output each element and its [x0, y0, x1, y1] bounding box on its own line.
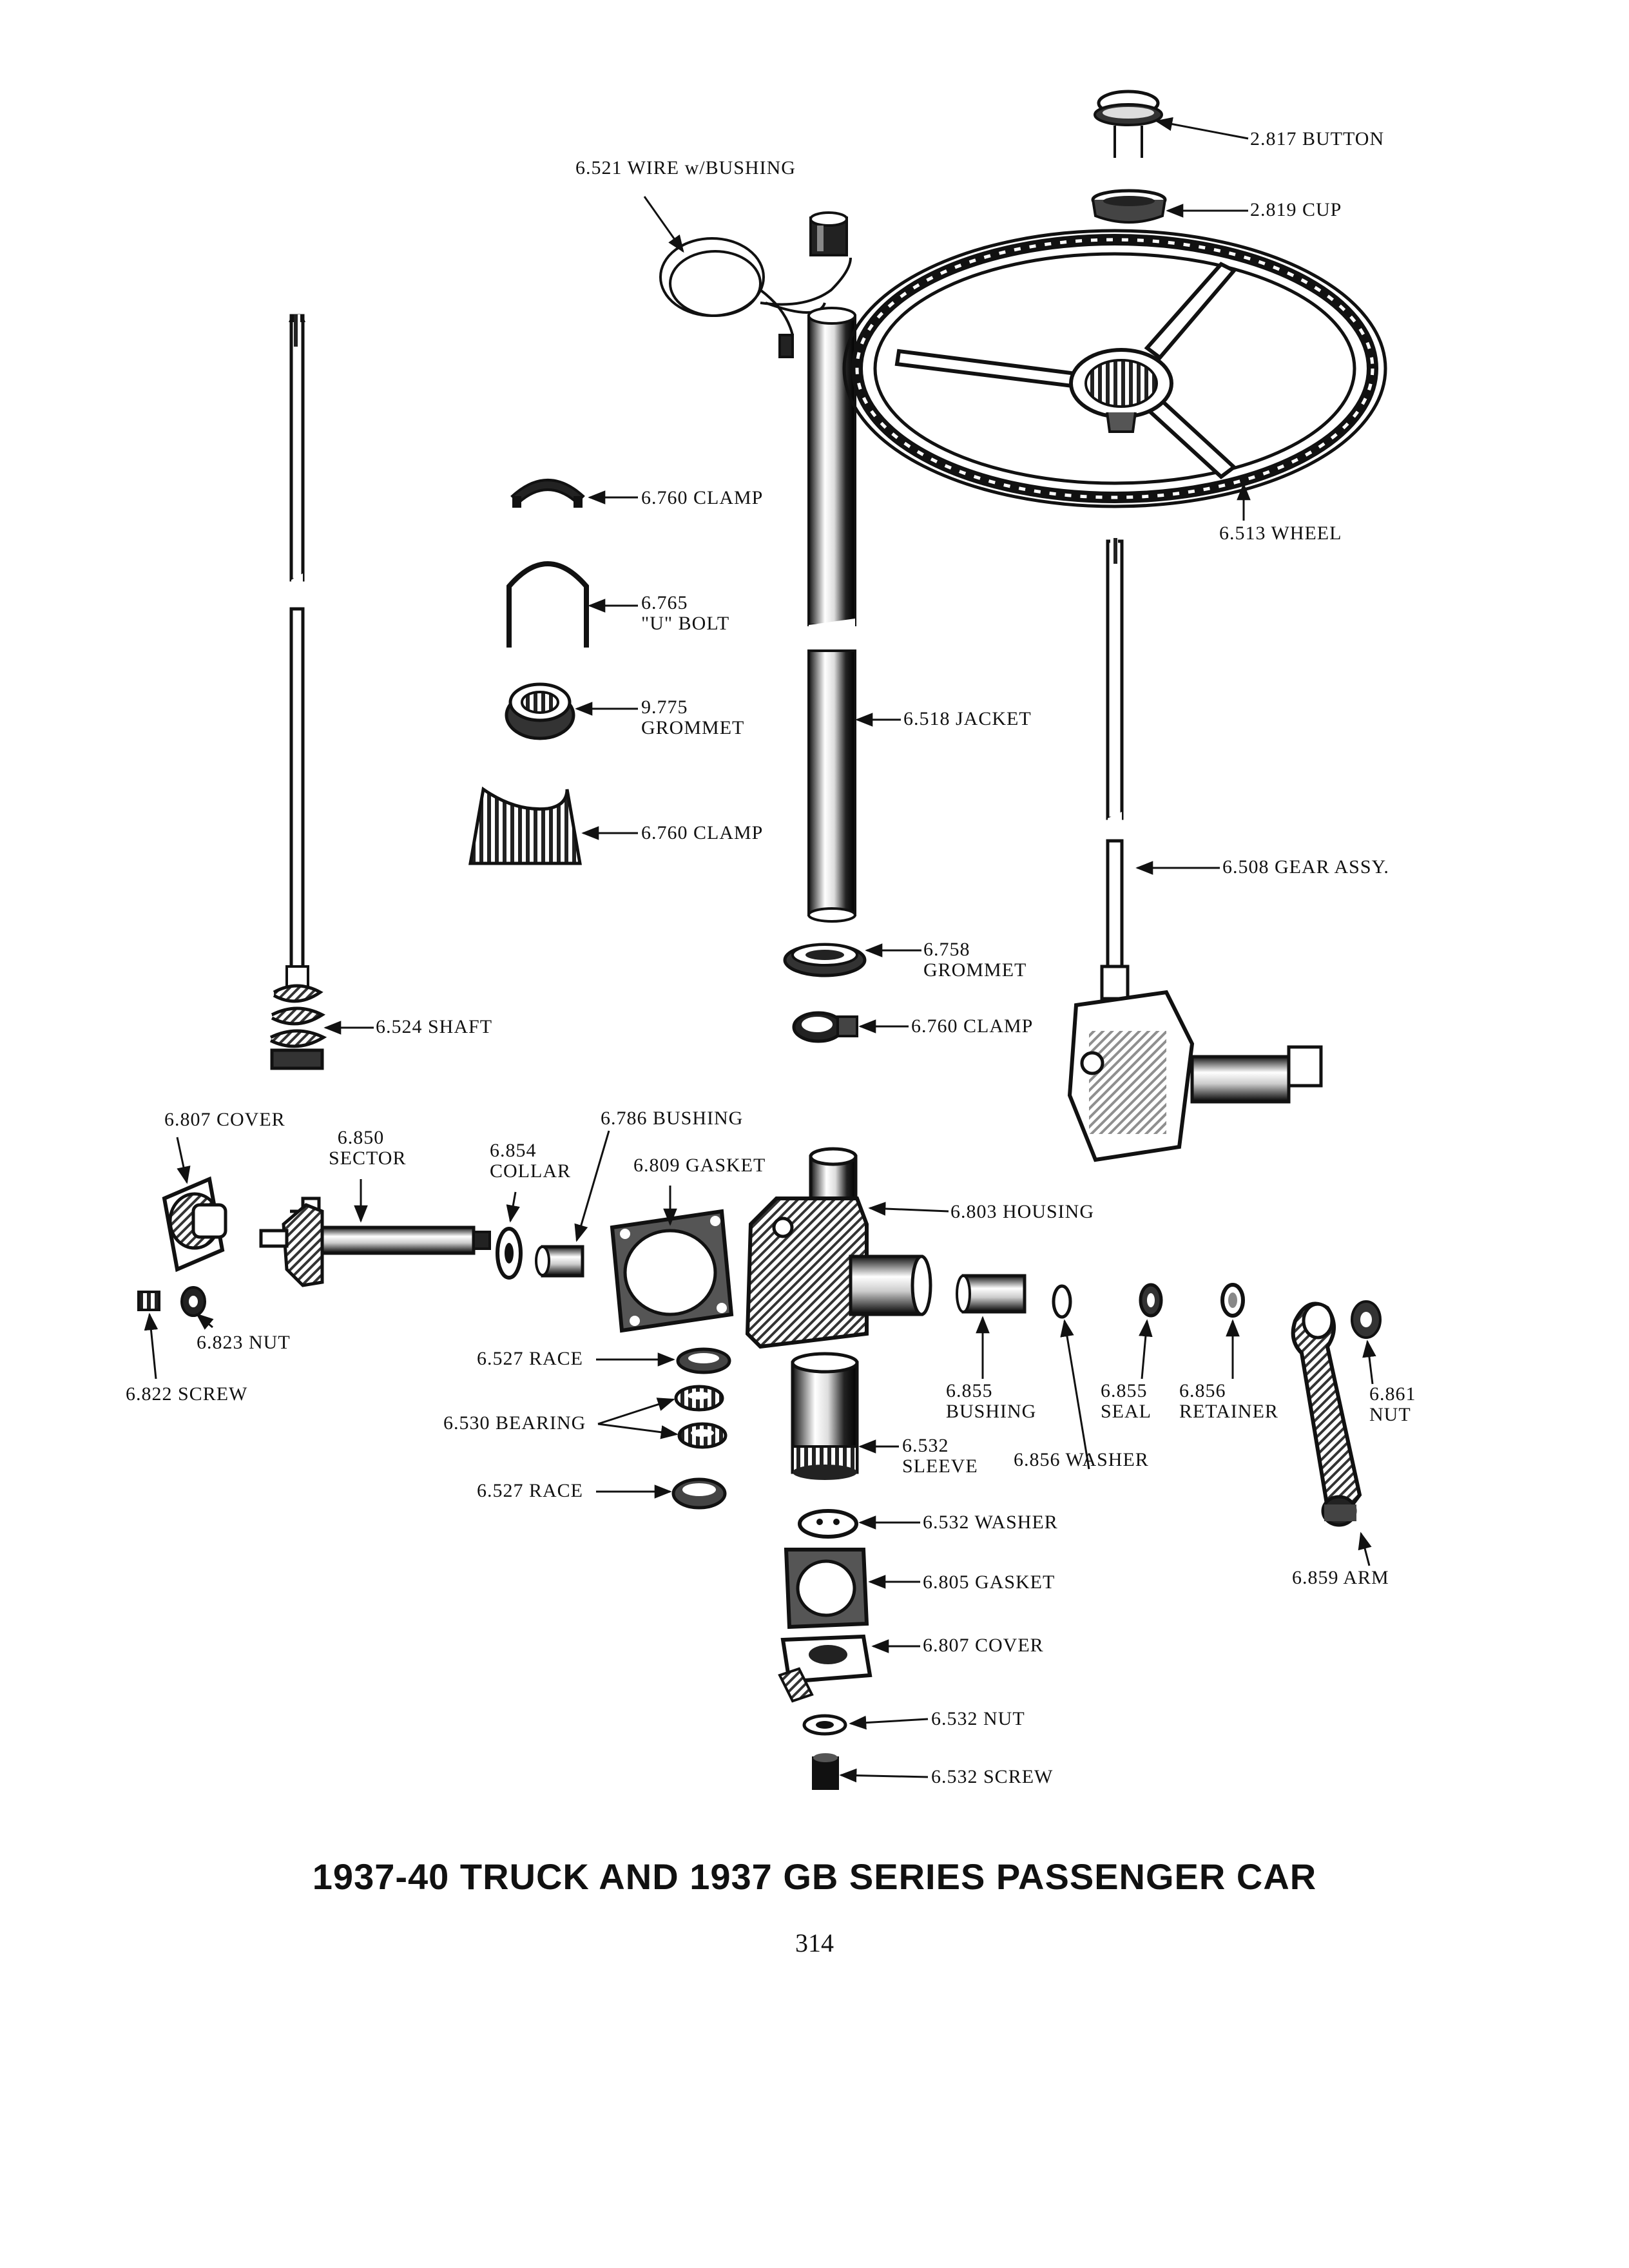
clamp-mid-part: [468, 786, 582, 865]
label-wheel: 6.513 WHEEL: [1219, 523, 1342, 544]
page-title: 1937-40 TRUCK AND 1937 GB SERIES PASSENG…: [312, 1856, 1317, 1897]
label-shaft: 6.524 SHAFT: [376, 1016, 493, 1037]
leader-nut-6532: [849, 1715, 929, 1730]
race-bottom-part: [671, 1477, 727, 1510]
gasket-6809-part: [610, 1209, 734, 1333]
leader-cover-left: [176, 1137, 191, 1184]
housing-part: [745, 1147, 932, 1349]
arm-part: [1291, 1302, 1362, 1527]
label-washer-6532: 6.532 WASHER: [923, 1512, 1058, 1533]
gasket-6805-part: [784, 1548, 869, 1629]
sector-part: [259, 1196, 491, 1287]
bushing-6786-part: [535, 1245, 584, 1278]
label-screw-6822: 6.822 SCREW: [126, 1383, 248, 1405]
label-nut-6823: 6.823 NUT: [197, 1332, 291, 1353]
cup-part: [1091, 189, 1167, 224]
washer-6856-part: [1052, 1284, 1072, 1319]
leader-collar: [506, 1191, 520, 1223]
bearing-part-upper: [674, 1385, 724, 1412]
label-washer-6856: 6.856 WASHER: [1014, 1449, 1149, 1470]
label-clamp-low: 6.760 CLAMP: [911, 1015, 1034, 1037]
label-gear-assembly: 6.508 GEAR ASSY.: [1222, 856, 1389, 878]
leader-screw-6822: [144, 1312, 159, 1379]
leader-screw-6532: [839, 1768, 929, 1783]
label-clamp-mid: 6.760 CLAMP: [641, 822, 764, 843]
u-bolt-part: [506, 561, 589, 648]
label-arm: 6.859 ARM: [1292, 1567, 1389, 1588]
label-bearing: 6.530 BEARING: [443, 1412, 586, 1434]
cover-bottom-part: [778, 1634, 872, 1703]
leader-wire: [643, 196, 684, 253]
seal-part: [1139, 1283, 1163, 1318]
collar-part: [496, 1227, 523, 1280]
leader-bushing-6786: [574, 1130, 610, 1242]
screw-6532-part: [812, 1753, 839, 1790]
retainer-part: [1220, 1283, 1245, 1318]
label-gasket-6805: 6.805 GASKET: [923, 1571, 1055, 1593]
washer-6532-part: [798, 1509, 858, 1539]
label-housing: 6.803 HOUSING: [950, 1201, 1094, 1222]
gear-assembly-part: [1067, 538, 1323, 1162]
button-part: [1094, 90, 1163, 158]
leader-button: [1155, 117, 1249, 140]
leader-bearing-upper: [597, 1398, 675, 1425]
wire-bushing-part: [809, 211, 848, 256]
label-race-bottom: 6.527 RACE: [477, 1480, 584, 1501]
leader-housing: [868, 1202, 949, 1216]
wire-part: [659, 237, 852, 358]
race-top-part: [676, 1347, 731, 1374]
label-bushing-6786: 6.786 BUSHING: [601, 1108, 744, 1129]
leader-bearing-lower: [597, 1423, 679, 1439]
label-u-bolt: 6.765"U" BOLT: [641, 592, 730, 634]
leader-seal: [1139, 1319, 1153, 1379]
leader-nut-6823: [195, 1313, 214, 1330]
nut-6532-part: [802, 1714, 847, 1736]
wheel-part: [842, 229, 1387, 508]
jacket-part: [807, 307, 856, 923]
clamp-low-part: [792, 1011, 858, 1043]
label-button: 2.817 BUTTON: [1250, 128, 1385, 149]
label-screw-6532: 6.532 SCREW: [931, 1766, 1054, 1787]
grommet-6758-part: [783, 943, 867, 977]
page-number: 314: [795, 1928, 834, 1957]
label-clamp-top: 6.760 CLAMP: [641, 487, 764, 508]
label-cover-left: 6.807 COVER: [164, 1109, 285, 1130]
label-nut-6532: 6.532 NUT: [931, 1708, 1025, 1729]
screw-6822-part: [137, 1291, 160, 1311]
grommet-9775-part: [505, 682, 575, 740]
nut-6823-part: [180, 1286, 206, 1317]
sleeve-part: [791, 1352, 859, 1480]
label-jacket: 6.518 JACKET: [903, 708, 1032, 729]
steering-shaft-part: [269, 314, 327, 1070]
leader-nut-6861: [1362, 1340, 1376, 1385]
clamp-top-part: [510, 479, 585, 508]
leader-arm: [1358, 1532, 1372, 1566]
label-gasket-6809: 6.809 GASKET: [633, 1155, 766, 1176]
label-wire: 6.521 WIRE w/BUSHING: [575, 157, 796, 178]
cover-left-part: [162, 1176, 227, 1273]
bearing-part-lower: [677, 1422, 728, 1449]
bushing-6855-part: [956, 1274, 1027, 1314]
label-cover-bottom: 6.807 COVER: [923, 1635, 1044, 1656]
label-race-top: 6.527 RACE: [477, 1348, 584, 1369]
leader-washer-6856: [1060, 1319, 1090, 1470]
label-cup: 2.819 CUP: [1250, 199, 1342, 220]
nut-6861-part: [1351, 1300, 1382, 1339]
